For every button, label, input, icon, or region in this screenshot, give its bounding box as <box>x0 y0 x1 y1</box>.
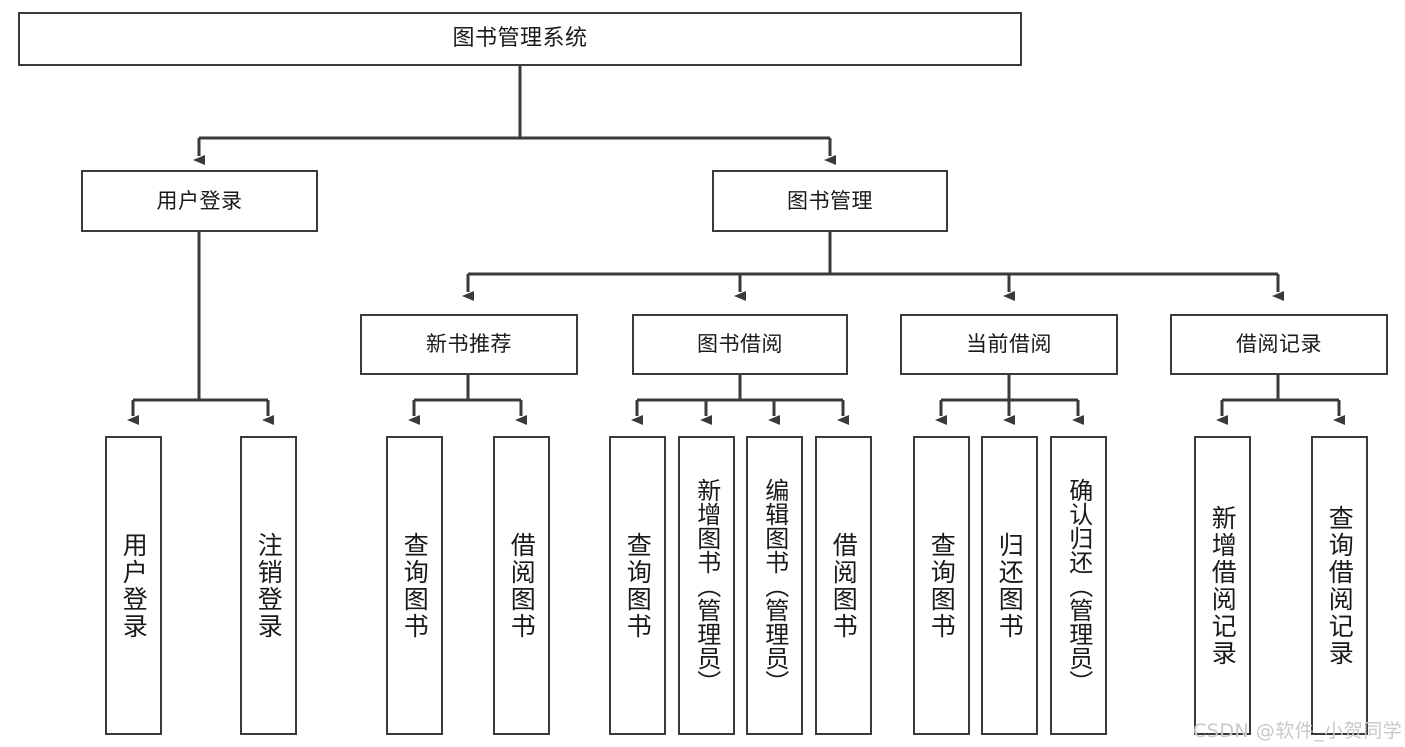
node-label: 查询图书 <box>623 531 653 640</box>
node-label: 新书推荐 <box>426 332 512 357</box>
leaf-logout[interactable]: 注销登录 <box>240 436 297 735</box>
node-new-book-recommend[interactable]: 新书推荐 <box>360 314 578 375</box>
leaf-edit-book-admin[interactable]: 编辑图书（管理员） <box>746 436 803 735</box>
node-root-system[interactable]: 图书管理系统 <box>18 12 1022 66</box>
leaf-add-book-admin[interactable]: 新增图书（管理员） <box>678 436 735 735</box>
leaf-borrow-book-new[interactable]: 借阅图书 <box>493 436 550 735</box>
node-label: 图书管理系统 <box>452 26 588 52</box>
node-label: 查询借阅记录 <box>1325 504 1355 667</box>
leaf-user-login[interactable]: 用户登录 <box>105 436 162 735</box>
node-label: 用户登录 <box>119 531 149 640</box>
node-label: 借阅图书 <box>507 531 537 640</box>
node-label: 用户登录 <box>156 188 243 213</box>
leaf-return-book[interactable]: 归还图书 <box>981 436 1038 735</box>
node-label: 借阅图书 <box>829 531 859 640</box>
leaf-query-book-new[interactable]: 查询图书 <box>386 436 443 735</box>
node-label: 图书管理 <box>787 188 873 213</box>
node-label: 新增借阅记录 <box>1208 504 1238 667</box>
node-book-borrow[interactable]: 图书借阅 <box>632 314 848 375</box>
node-book-management[interactable]: 图书管理 <box>712 170 948 232</box>
node-label: 确认归还（管理员） <box>1064 477 1093 694</box>
node-label: 借阅记录 <box>1236 332 1322 357</box>
leaf-query-book-current[interactable]: 查询图书 <box>913 436 970 735</box>
node-label: 图书借阅 <box>697 332 783 357</box>
leaf-query-book-borrow[interactable]: 查询图书 <box>609 436 666 735</box>
leaf-confirm-return-admin[interactable]: 确认归还（管理员） <box>1050 436 1107 735</box>
node-label: 查询图书 <box>927 531 957 640</box>
node-user-login[interactable]: 用户登录 <box>81 170 318 232</box>
csdn-watermark: CSDN @软件_小贺同学 <box>1193 720 1403 742</box>
node-current-borrow[interactable]: 当前借阅 <box>900 314 1118 375</box>
node-label: 编辑图书（管理员） <box>760 477 789 694</box>
node-label: 注销登录 <box>254 531 284 640</box>
node-label: 当前借阅 <box>966 332 1052 357</box>
node-label: 新增图书（管理员） <box>692 477 721 694</box>
leaf-query-borrow-record[interactable]: 查询借阅记录 <box>1311 436 1368 735</box>
node-label: 归还图书 <box>995 531 1025 640</box>
leaf-add-borrow-record[interactable]: 新增借阅记录 <box>1194 436 1251 735</box>
node-borrow-record[interactable]: 借阅记录 <box>1170 314 1388 375</box>
node-label: 查询图书 <box>400 531 430 640</box>
leaf-borrow-book[interactable]: 借阅图书 <box>815 436 872 735</box>
